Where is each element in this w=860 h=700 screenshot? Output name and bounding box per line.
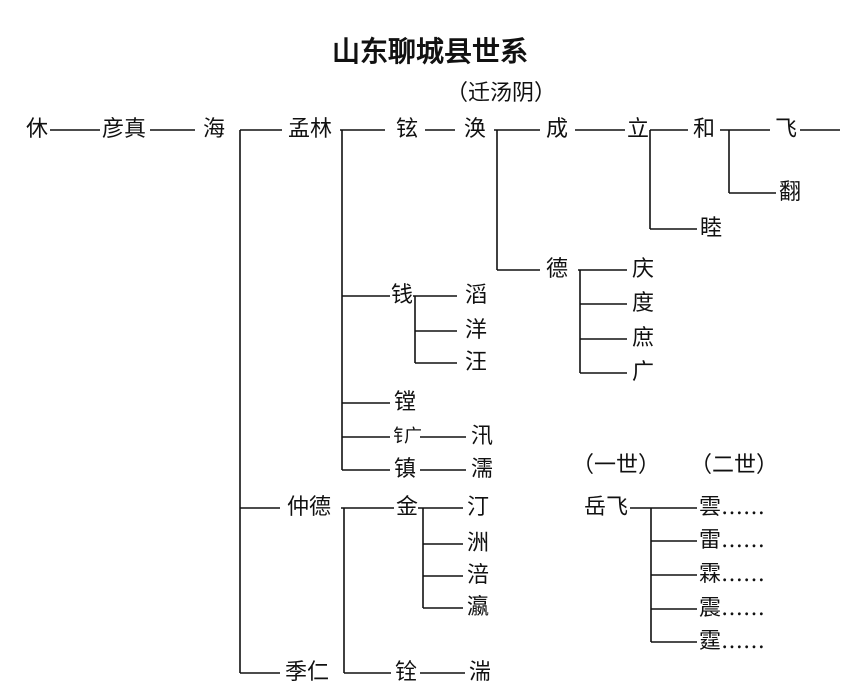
person-zhen2: 震…… — [699, 596, 766, 621]
person-fei: 飞 — [775, 117, 798, 142]
person-yang: 洋 — [465, 318, 488, 343]
person-huan: 涣 — [464, 117, 487, 142]
person-qing: 庆 — [632, 257, 655, 282]
person-zhongde: 仲德 — [287, 495, 332, 520]
person-quan: 铨 — [395, 660, 418, 685]
person-he: 和 — [693, 117, 716, 142]
person-guang: 广 — [632, 360, 655, 385]
person-chuan: 湍 — [469, 660, 492, 685]
person-lei: 雷…… — [699, 528, 766, 553]
person-du: 度 — [632, 291, 655, 316]
person-tao: 滔 — [465, 283, 488, 308]
person-jiren: 季仁 — [285, 660, 330, 685]
person-xun: 汛 — [471, 424, 494, 449]
person-mu: 睦 — [700, 216, 723, 241]
person-de: 德 — [546, 257, 569, 282]
person-ting2: 霆…… — [699, 629, 766, 654]
person-ying: 瀛 — [467, 595, 490, 620]
diagram-title: 山东聊城县世系 — [331, 35, 528, 68]
person-menglin: 孟林 — [288, 117, 333, 142]
note-generation-2: （二世） — [690, 453, 779, 478]
note-migration: （迁汤阴） — [446, 81, 557, 106]
person-zhou: 洲 — [467, 531, 490, 556]
person-xiu: 休 — [26, 117, 49, 142]
person-ting: 汀 — [467, 495, 490, 520]
note-generation-1: （一世） — [572, 453, 661, 478]
person-jin: 金 — [396, 495, 419, 520]
person-shu: 庶 — [632, 326, 655, 351]
person-hai: 海 — [203, 117, 226, 142]
person-ru: 濡 — [471, 457, 494, 482]
person-zhen: 镇 — [394, 457, 417, 482]
person-cheng: 成 — [546, 117, 569, 142]
person-lin: 霖…… — [699, 562, 766, 587]
person-kuang: 钅广 — [393, 426, 422, 447]
person-li: 立 — [627, 117, 650, 142]
person-xuan: 铉 — [396, 117, 419, 142]
person-yanzhen: 彦真 — [102, 117, 147, 142]
person-yuefei: 岳飞 — [584, 495, 629, 520]
person-pei: 涪 — [467, 563, 490, 588]
person-tang: 镗 — [394, 390, 417, 415]
person-wang: 汪 — [465, 350, 488, 375]
person-fan: 翻 — [779, 180, 802, 205]
person-qian: 钱 — [391, 283, 414, 308]
person-yun: 雲…… — [699, 495, 766, 520]
